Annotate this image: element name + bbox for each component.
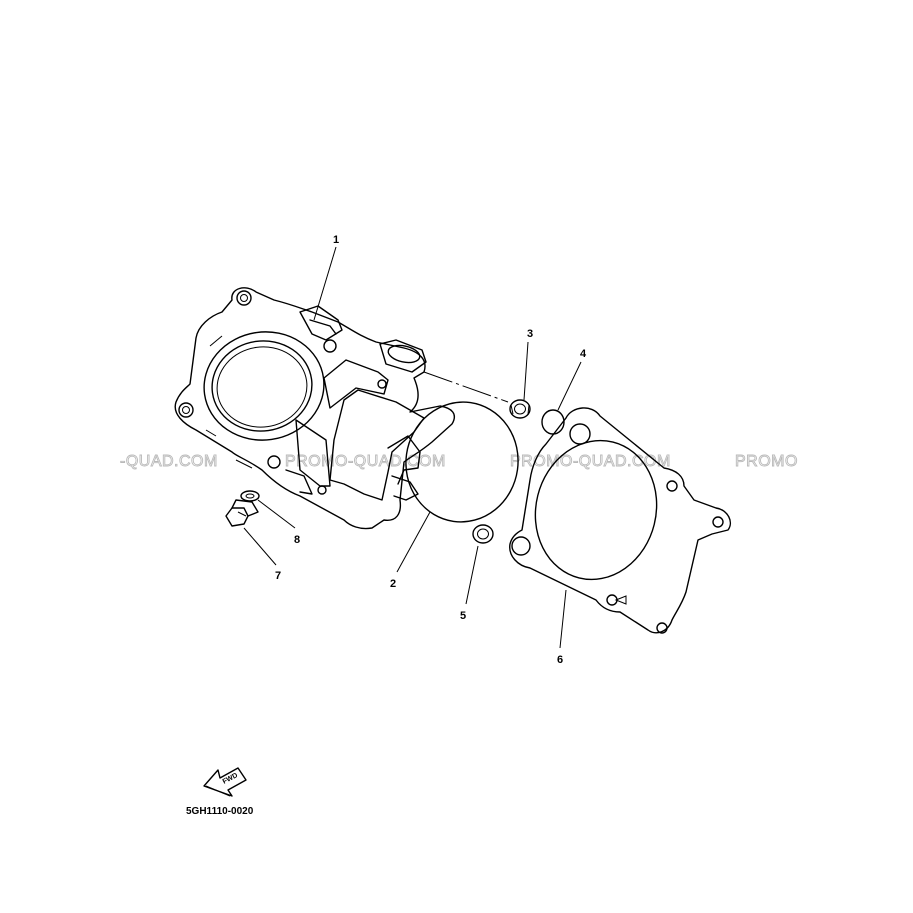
diagram-code: 5GH1110-0020 — [186, 806, 254, 817]
callouts: 1 2 3 4 5 6 7 8 — [275, 234, 587, 666]
leader-lines — [243, 246, 582, 649]
callout-4: 4 — [580, 348, 587, 360]
callout-5: 5 — [460, 610, 466, 622]
callout-3: 3 — [527, 328, 533, 340]
watermark-text-1: -QUAD.COM — [120, 453, 218, 470]
cylinder-base-gasket-drawing — [509, 407, 732, 634]
cylinder-drawing — [174, 287, 456, 530]
callout-6: 6 — [557, 654, 563, 666]
callout-7: 7 — [275, 570, 281, 582]
watermark: -QUAD.COM PROMO-QUAD.COM PROMO-QUAD.COM … — [120, 453, 798, 471]
bolt-drawing — [225, 499, 259, 527]
watermark-text-3: PROMO-QUAD.COM — [510, 453, 671, 470]
washer-drawing — [240, 490, 260, 502]
o-ring-drawing — [541, 409, 565, 435]
fwd-arrow-icon: FWD — [203, 767, 247, 797]
watermark-text-4: PROMO — [735, 453, 798, 470]
dowel-pin-lower-drawing — [472, 524, 494, 544]
dowel-pin-upper-drawing — [509, 399, 531, 419]
watermark-text-2: PROMO-QUAD.COM — [285, 453, 446, 470]
cylinder-gasket-drawing — [405, 401, 519, 523]
fwd-label: FWD — [222, 772, 239, 786]
callout-2: 2 — [390, 578, 396, 590]
callout-1: 1 — [333, 234, 339, 246]
alignment-line — [423, 371, 509, 403]
callout-8: 8 — [294, 534, 300, 546]
